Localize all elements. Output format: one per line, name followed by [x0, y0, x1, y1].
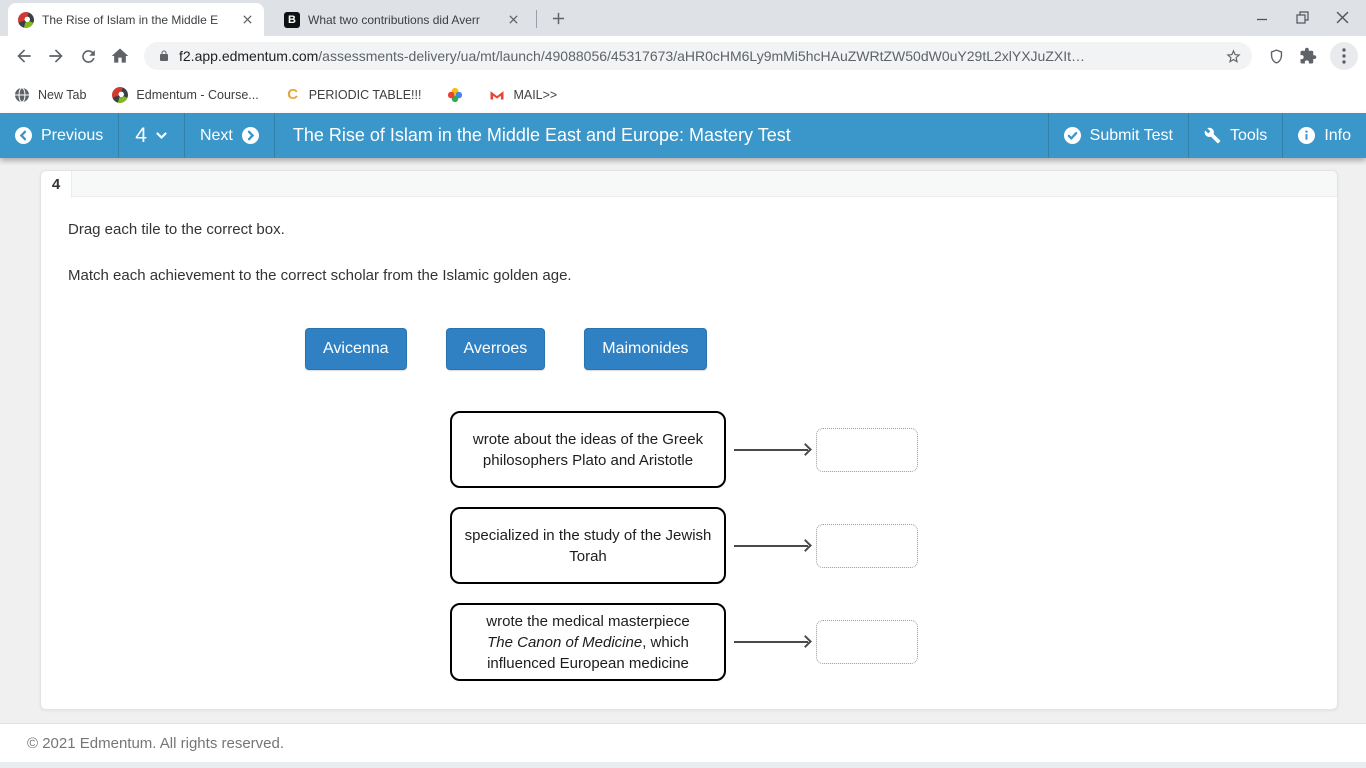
match-row: specialized in the study of the Jewish T…: [450, 507, 918, 584]
forward-button[interactable]: [40, 40, 72, 72]
tab-title: What two contributions did Averr: [308, 12, 480, 27]
shield-icon[interactable]: [1260, 40, 1292, 72]
reload-button[interactable]: [72, 40, 104, 72]
question-tab-strip: 4: [41, 171, 1337, 198]
answer-drop-box-1[interactable]: [816, 427, 918, 472]
bookmark-star-icon[interactable]: [1225, 48, 1242, 65]
info-button[interactable]: Info: [1282, 113, 1366, 158]
wrench-icon: [1204, 127, 1221, 144]
bookmark-label: New Tab: [38, 87, 87, 102]
circle-arrow-left-icon: [15, 127, 32, 144]
tile-averroes[interactable]: Averroes: [445, 328, 546, 370]
extensions-icon[interactable]: [1292, 40, 1324, 72]
bookmark-photos[interactable]: [447, 87, 463, 103]
previous-label: Previous: [41, 126, 104, 144]
browser-menu-icon[interactable]: [1330, 42, 1358, 70]
edmentum-favicon-icon: [18, 11, 34, 28]
bookmark-periodic-table[interactable]: C PERIODIC TABLE!!!: [285, 86, 422, 103]
arrow-icon: [726, 604, 816, 681]
tile-avicenna[interactable]: Avicenna: [305, 328, 407, 370]
globe-icon: [14, 87, 30, 103]
address-bar[interactable]: f2.app.edmentum.com/assessments-delivery…: [144, 42, 1252, 70]
question-tab-4[interactable]: 4: [41, 171, 72, 198]
gmail-icon: [489, 88, 505, 101]
chevron-down-icon: [155, 129, 168, 142]
bookmark-label: Edmentum - Course...: [136, 87, 259, 102]
instruction-match: Match each achievement to the correct sc…: [68, 267, 572, 284]
check-circle-icon: [1063, 127, 1081, 144]
bookmark-new-tab[interactable]: New Tab: [14, 87, 86, 103]
page-footer: © 2021 Edmentum. All rights reserved.: [0, 723, 1366, 762]
achievement-description: wrote about the ideas of the Greek philo…: [450, 411, 726, 488]
info-circle-icon: [1298, 127, 1316, 144]
tools-button[interactable]: Tools: [1187, 113, 1282, 158]
tile-bank: Avicenna Averroes Maimonides: [305, 328, 707, 370]
tab-close-icon[interactable]: [239, 11, 256, 28]
home-button[interactable]: [104, 40, 136, 72]
next-button[interactable]: Next: [185, 113, 275, 158]
circle-arrow-right-icon: [241, 127, 259, 144]
question-number-dropdown[interactable]: 4: [119, 113, 185, 158]
next-label: Next: [199, 126, 233, 144]
url-path: /assessments-delivery/ua/mt/launch/49088…: [318, 48, 1086, 64]
match-row: wrote about the ideas of the Greek philo…: [450, 411, 918, 488]
bookmark-label: PERIODIC TABLE!!!: [308, 87, 422, 102]
browser-tabstrip: The Rise of Islam in the Middle E B What…: [0, 0, 1366, 36]
achievement-description: wrote the medical masterpiece The Canon …: [450, 603, 726, 681]
submit-test-button[interactable]: Submit Test: [1047, 113, 1188, 158]
bookmark-edmentum[interactable]: Edmentum - Course...: [112, 86, 259, 103]
previous-button[interactable]: Previous: [0, 113, 120, 158]
browser-window: The Rise of Islam in the Middle E B What…: [0, 0, 1366, 113]
test-header: Previous 4 Next The Rise of Islam in the…: [0, 113, 1366, 158]
new-tab-button[interactable]: [545, 5, 571, 31]
back-button[interactable]: [8, 40, 40, 72]
close-window-button[interactable]: [1322, 0, 1362, 34]
arrow-icon: [726, 507, 816, 584]
browser-toolbar: f2.app.edmentum.com/assessments-delivery…: [0, 36, 1366, 76]
answer-drop-box-3[interactable]: [816, 620, 918, 664]
minimize-button[interactable]: [1242, 0, 1282, 34]
browser-tab-inactive[interactable]: B What two contributions did Averr: [274, 3, 530, 36]
test-title: The Rise of Islam in the Middle East and…: [292, 125, 791, 145]
tile-maimonides[interactable]: Maimonides: [584, 328, 707, 370]
edmentum-icon: [112, 86, 129, 103]
info-label: Info: [1324, 126, 1351, 144]
browser-tab-active[interactable]: The Rise of Islam in the Middle E: [8, 3, 264, 36]
url-domain: f2.app.edmentum.com: [179, 48, 319, 64]
tab-title: The Rise of Islam in the Middle E: [42, 12, 219, 27]
answer-drop-box-2[interactable]: [816, 523, 918, 568]
copyright-text: © 2021 Edmentum. All rights reserved.: [27, 734, 285, 752]
arrow-icon: [726, 411, 816, 488]
window-controls: [1242, 0, 1362, 34]
brainly-favicon-icon: B: [284, 11, 300, 28]
bookmark-label: MAIL>>: [513, 87, 558, 102]
tools-label: Tools: [1229, 126, 1268, 144]
submit-label: Submit Test: [1089, 126, 1173, 144]
bottom-strip: [0, 762, 1366, 768]
match-row: wrote the medical masterpiece The Canon …: [450, 603, 918, 681]
tab-divider: [536, 10, 537, 28]
bookmarks-bar: New Tab Edmentum - Course... C PERIODIC …: [0, 76, 1366, 113]
question-card: 4 Drag each tile to the correct box. Mat…: [40, 170, 1338, 710]
instruction-drag: Drag each tile to the correct box.: [68, 221, 285, 238]
tab-close-icon[interactable]: [505, 11, 522, 28]
content-area: 4 Drag each tile to the correct box. Mat…: [0, 158, 1366, 723]
achievement-description: specialized in the study of the Jewish T…: [450, 507, 726, 584]
c-icon: C: [287, 86, 299, 103]
pinwheel-icon: [447, 87, 463, 103]
url-text: f2.app.edmentum.com/assessments-delivery…: [179, 48, 1225, 64]
bookmark-mail[interactable]: MAIL>>: [489, 88, 557, 102]
match-rows: wrote about the ideas of the Greek philo…: [450, 411, 918, 700]
restore-button[interactable]: [1282, 0, 1322, 34]
question-number: 4: [135, 123, 147, 147]
lock-icon: [158, 49, 170, 63]
italic-book-title: The Canon of Medicine: [487, 633, 643, 651]
